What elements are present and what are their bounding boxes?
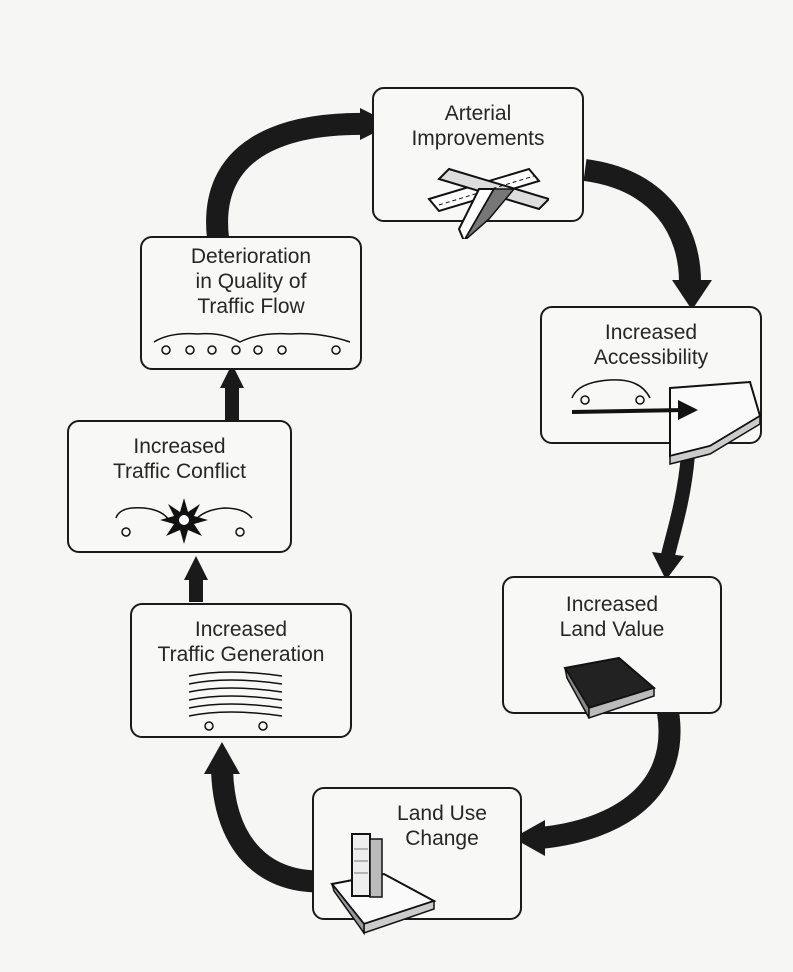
- node-label: Land Use Change: [364, 801, 520, 851]
- label-line: Land Value: [559, 618, 665, 641]
- node-increased-traffic-conflict: Increased Traffic Conflict: [67, 420, 292, 553]
- arrow-accessibility-to-land-value: [661, 454, 695, 557]
- label-line: Land Use: [397, 802, 487, 825]
- node-land-use-change: Land Use Change: [312, 787, 522, 936]
- arrow-arterial-to-accessibility: [583, 159, 701, 283]
- arrowhead-to-accessibility: [672, 280, 712, 310]
- label-line: Change: [405, 827, 479, 850]
- arrow-deterioration-to-arterial: [206, 112, 371, 240]
- node-increased-land-value: Increased Land Value: [502, 576, 722, 720]
- node-deterioration-traffic-flow: Deterioration in Quality of Traffic Flow: [140, 236, 362, 370]
- arrowhead-to-conflict: [184, 556, 208, 580]
- queued-cars-icon: [153, 332, 351, 355]
- arrow-land-value-to-land-use: [538, 710, 681, 849]
- label-line: Accessibility: [593, 346, 709, 369]
- label-line: Traffic Conflict: [112, 460, 247, 483]
- label-line: Arterial: [444, 102, 512, 125]
- highway-interchange-icon: [427, 167, 549, 239]
- node-label: Deterioration in Quality of Traffic Flow: [142, 244, 360, 319]
- node-increased-accessibility: Increased Accessibility: [540, 306, 762, 465]
- node-increased-traffic-generation: Increased Traffic Generation: [130, 603, 352, 738]
- label-line: in Quality of: [195, 270, 307, 293]
- label-line: Traffic Flow: [197, 295, 305, 318]
- dark-land-wedge-icon: [563, 656, 657, 720]
- building-on-land-icon: [330, 833, 437, 936]
- label-line: Deterioration: [190, 245, 312, 268]
- node-label: Increased Traffic Generation: [132, 617, 350, 667]
- node-arterial-improvements: Arterial Improvements: [372, 87, 584, 239]
- label-line: Traffic Generation: [157, 643, 325, 666]
- label-line: Increased: [565, 593, 659, 616]
- node-label: Increased Land Value: [504, 592, 720, 642]
- car-arrow-wedge-icon: [571, 379, 762, 465]
- arrowhead-to-traffic-generation: [204, 742, 240, 774]
- label-line: Increased: [194, 618, 288, 641]
- collision-star-icon: [115, 498, 253, 544]
- node-label: Arterial Improvements: [374, 101, 582, 151]
- arrowhead-to-deterioration: [220, 364, 244, 388]
- stacked-traffic-lines-icon: [188, 671, 283, 731]
- node-label: Increased Traffic Conflict: [69, 434, 290, 484]
- label-line: Increased: [133, 435, 226, 458]
- label-line: Improvements: [411, 127, 545, 150]
- arrowhead-to-land-use: [513, 820, 545, 856]
- node-label: Increased Accessibility: [542, 320, 760, 370]
- arrowhead-to-land-value: [652, 552, 684, 580]
- label-line: Increased: [604, 321, 698, 344]
